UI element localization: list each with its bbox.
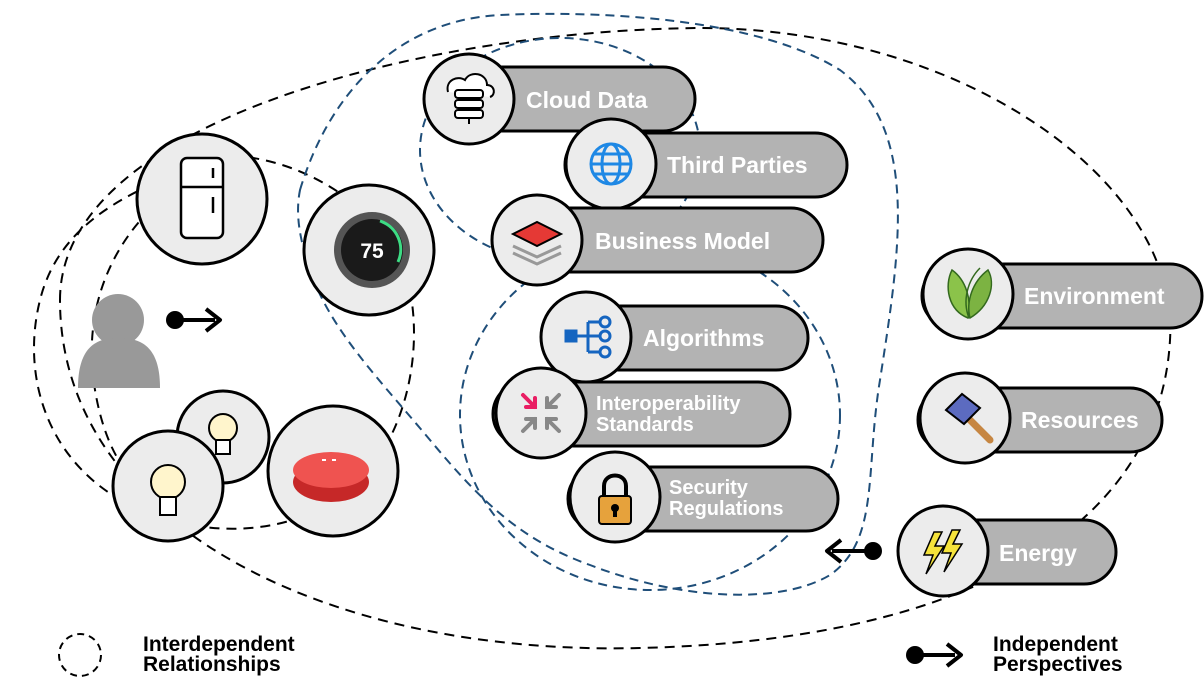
pill-security: Security Regulations [566,450,840,544]
security-line1: Security [669,477,749,499]
merge-arrows-icon [521,393,561,433]
lightning-icon [922,529,964,575]
thermostat-icon: 75 [334,212,410,288]
hammer-icon [944,392,994,444]
leaves-icon [947,267,993,320]
legend-independent-line2: Perspectives [993,653,1123,676]
bulb-large [111,429,225,543]
pill-algorithms: Algorithms [539,290,810,384]
smart-speaker-icon [293,452,369,502]
resources-label: Resources [1021,407,1139,433]
person-icon [78,294,160,388]
cloud-data-label: Cloud Data [526,87,648,113]
energy-label: Energy [999,540,1077,566]
pill-energy: Energy [896,504,1118,598]
interoperability-label-2: Standards [596,414,694,436]
security-label-2: Regulations [669,498,783,520]
device-fridge [135,132,269,266]
devices-dashed-loop [33,154,415,530]
algorithms-label: Algorithms [643,325,764,351]
security-line2: Regulations [669,498,783,520]
pill-business-model: Business Model [490,193,825,287]
legend-interdependent-line2: Relationships [143,653,281,676]
cloud-server-icon [446,73,495,124]
person-arrow [166,307,222,333]
padlock-icon [598,473,632,525]
legend-independent-line1: Independent [993,633,1118,656]
pill-interoperability: Interoperability Standards [491,366,792,460]
legend-arrow-icon [906,642,963,668]
interoperability-label: Interoperability [596,393,741,415]
legend-interdependent: Interdependent Relationships [58,633,295,677]
fridge-icon [179,156,225,240]
layers-icon [510,220,564,266]
interoperability-line1: Interoperability [596,393,741,415]
bulb-icon [150,464,186,516]
thermostat-device: 75 [302,183,436,317]
pill-cloud-data: Cloud Data [422,52,697,146]
network-icon [564,315,612,359]
business-model-label: Business Model [595,228,770,254]
pill-resources: Resources [916,371,1164,465]
outer-dashed-ellipse [58,26,1172,650]
pill-third-parties: Third Parties [563,117,849,211]
bulb-icon [208,413,238,455]
globe-icon [589,142,633,186]
pill-environment: Environment [920,247,1204,341]
thermostat-reading: 75 [360,240,384,263]
security-label: Security [669,477,749,499]
legend-dashed-circle-icon [58,633,102,677]
third-parties-label: Third Parties [667,152,808,178]
environment-label: Environment [1024,283,1165,309]
digital-dashed-blob [297,12,899,596]
legend-interdependent-line1: Interdependent [143,633,295,656]
smart-speaker [266,404,400,538]
energy-arrow [825,538,882,564]
legend-independent: Independent Perspectives [906,633,1123,676]
interoperability-line2: Standards [596,414,694,436]
